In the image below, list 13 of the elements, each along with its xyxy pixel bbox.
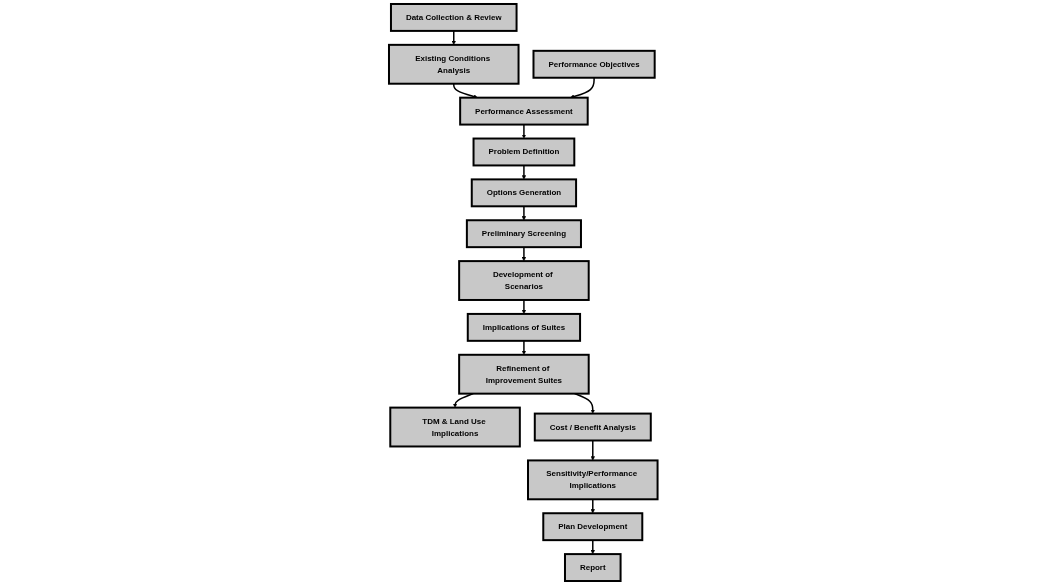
arrow xyxy=(590,539,596,555)
arrow xyxy=(521,340,527,355)
arrow xyxy=(521,299,527,315)
arrow xyxy=(574,392,596,414)
arrow xyxy=(453,82,479,99)
arrow xyxy=(570,77,596,99)
arrow xyxy=(521,164,527,180)
arrow xyxy=(590,439,596,461)
arrow xyxy=(590,498,596,514)
arrow xyxy=(451,30,457,46)
arrow xyxy=(521,205,527,221)
arrow xyxy=(521,123,527,139)
arrow xyxy=(521,246,527,262)
